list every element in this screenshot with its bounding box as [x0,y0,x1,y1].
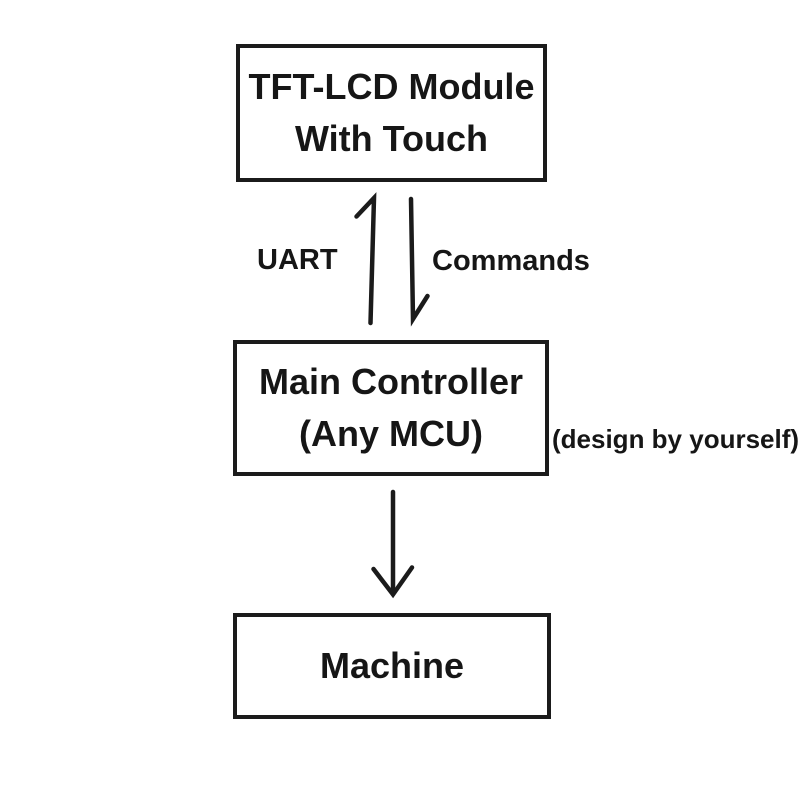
controller-to-machine-arrowhead [371,565,415,599]
edge-label-commands: Commands [432,245,590,277]
node-mcu-label-line2: (Any MCU) [299,413,483,454]
node-tft-lcd-module: TFT-LCD Module With Touch [236,44,547,182]
node-machine-label: Machine [319,645,465,686]
annotation-design-by-yourself: (design by yourself) [552,424,800,454]
node-main-controller: Main Controller (Any MCU) [233,340,549,476]
commands-down-arrow [408,196,430,327]
uart-up-arrow [354,192,377,326]
node-tft-label-line1: TFT-LCD Module [248,66,535,107]
node-tft-label-line2: With Touch [295,118,488,159]
edge-label-uart: UART [257,244,338,276]
node-mcu-label-line1: Main Controller [258,361,523,402]
node-machine: Machine [233,613,551,719]
